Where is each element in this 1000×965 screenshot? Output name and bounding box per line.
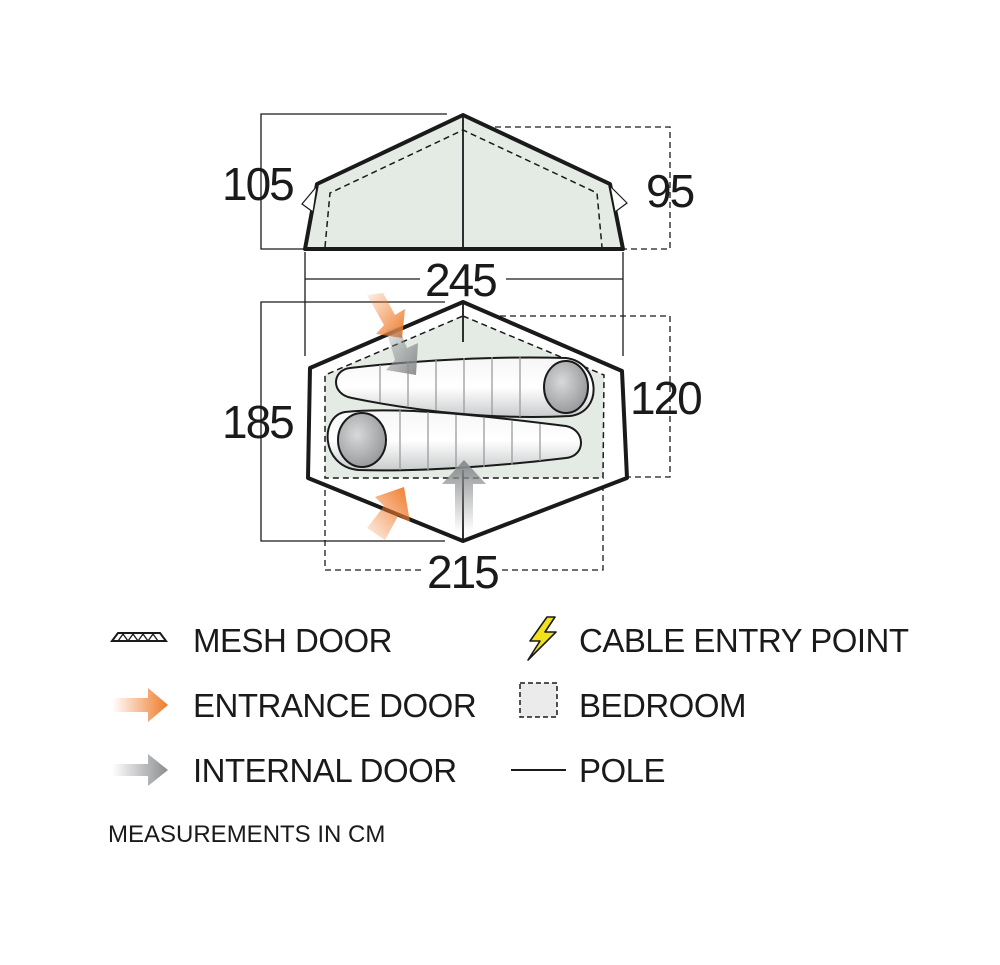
rear-height-dimension-line <box>465 126 671 250</box>
plan-view: 185 120 215 <box>222 293 703 598</box>
legend-cable-entry-label: CABLE ENTRY POINT <box>579 622 909 659</box>
bedroom-length-dimension-line <box>324 480 423 571</box>
entrance-arrow-top <box>367 293 405 338</box>
total-length-dimension: 245 <box>304 252 624 356</box>
legend-mesh-door-label: MESH DOOR <box>193 622 393 659</box>
internal-arrow-bottom <box>442 460 486 532</box>
front-vent-flap <box>301 183 318 214</box>
entrance-arrow-icon <box>112 688 168 722</box>
bedroom-length-label: 215 <box>427 546 498 598</box>
sleeping-bag-head-bottom <box>337 412 387 468</box>
front-height-label: 105 <box>222 158 293 210</box>
total-width-dimension-line <box>260 301 445 542</box>
lightning-bolt-icon <box>527 616 557 661</box>
legend-pole-label: POLE <box>579 752 666 789</box>
rear-height-label: 95 <box>646 165 694 217</box>
total-length-label: 245 <box>425 254 496 306</box>
entrance-arrow-bottom <box>367 487 410 540</box>
sleeping-bag-head-top <box>543 360 589 414</box>
mesh-door-icon <box>110 632 168 643</box>
legend-bedroom-label: BEDROOM <box>579 687 747 724</box>
total-width-label: 185 <box>222 396 293 448</box>
sleeping-bag-bottom <box>326 409 582 472</box>
rear-vent-flap <box>609 184 628 214</box>
front-height-dimension-line <box>260 113 447 250</box>
measurements-note: MEASUREMENTS IN CM <box>108 821 386 848</box>
bedroom-swatch-icon <box>519 682 558 718</box>
legend-entrance-door-label: ENTRANCE DOOR <box>193 687 477 724</box>
bedroom-width-dimension-line <box>500 315 671 478</box>
bedroom-width-label: 120 <box>630 372 701 424</box>
internal-arrow-top <box>386 327 418 375</box>
side-elevation: 105 95 <box>222 113 696 251</box>
internal-arrow-icon <box>112 754 168 786</box>
legend-internal-door-label: INTERNAL DOOR <box>193 752 457 789</box>
